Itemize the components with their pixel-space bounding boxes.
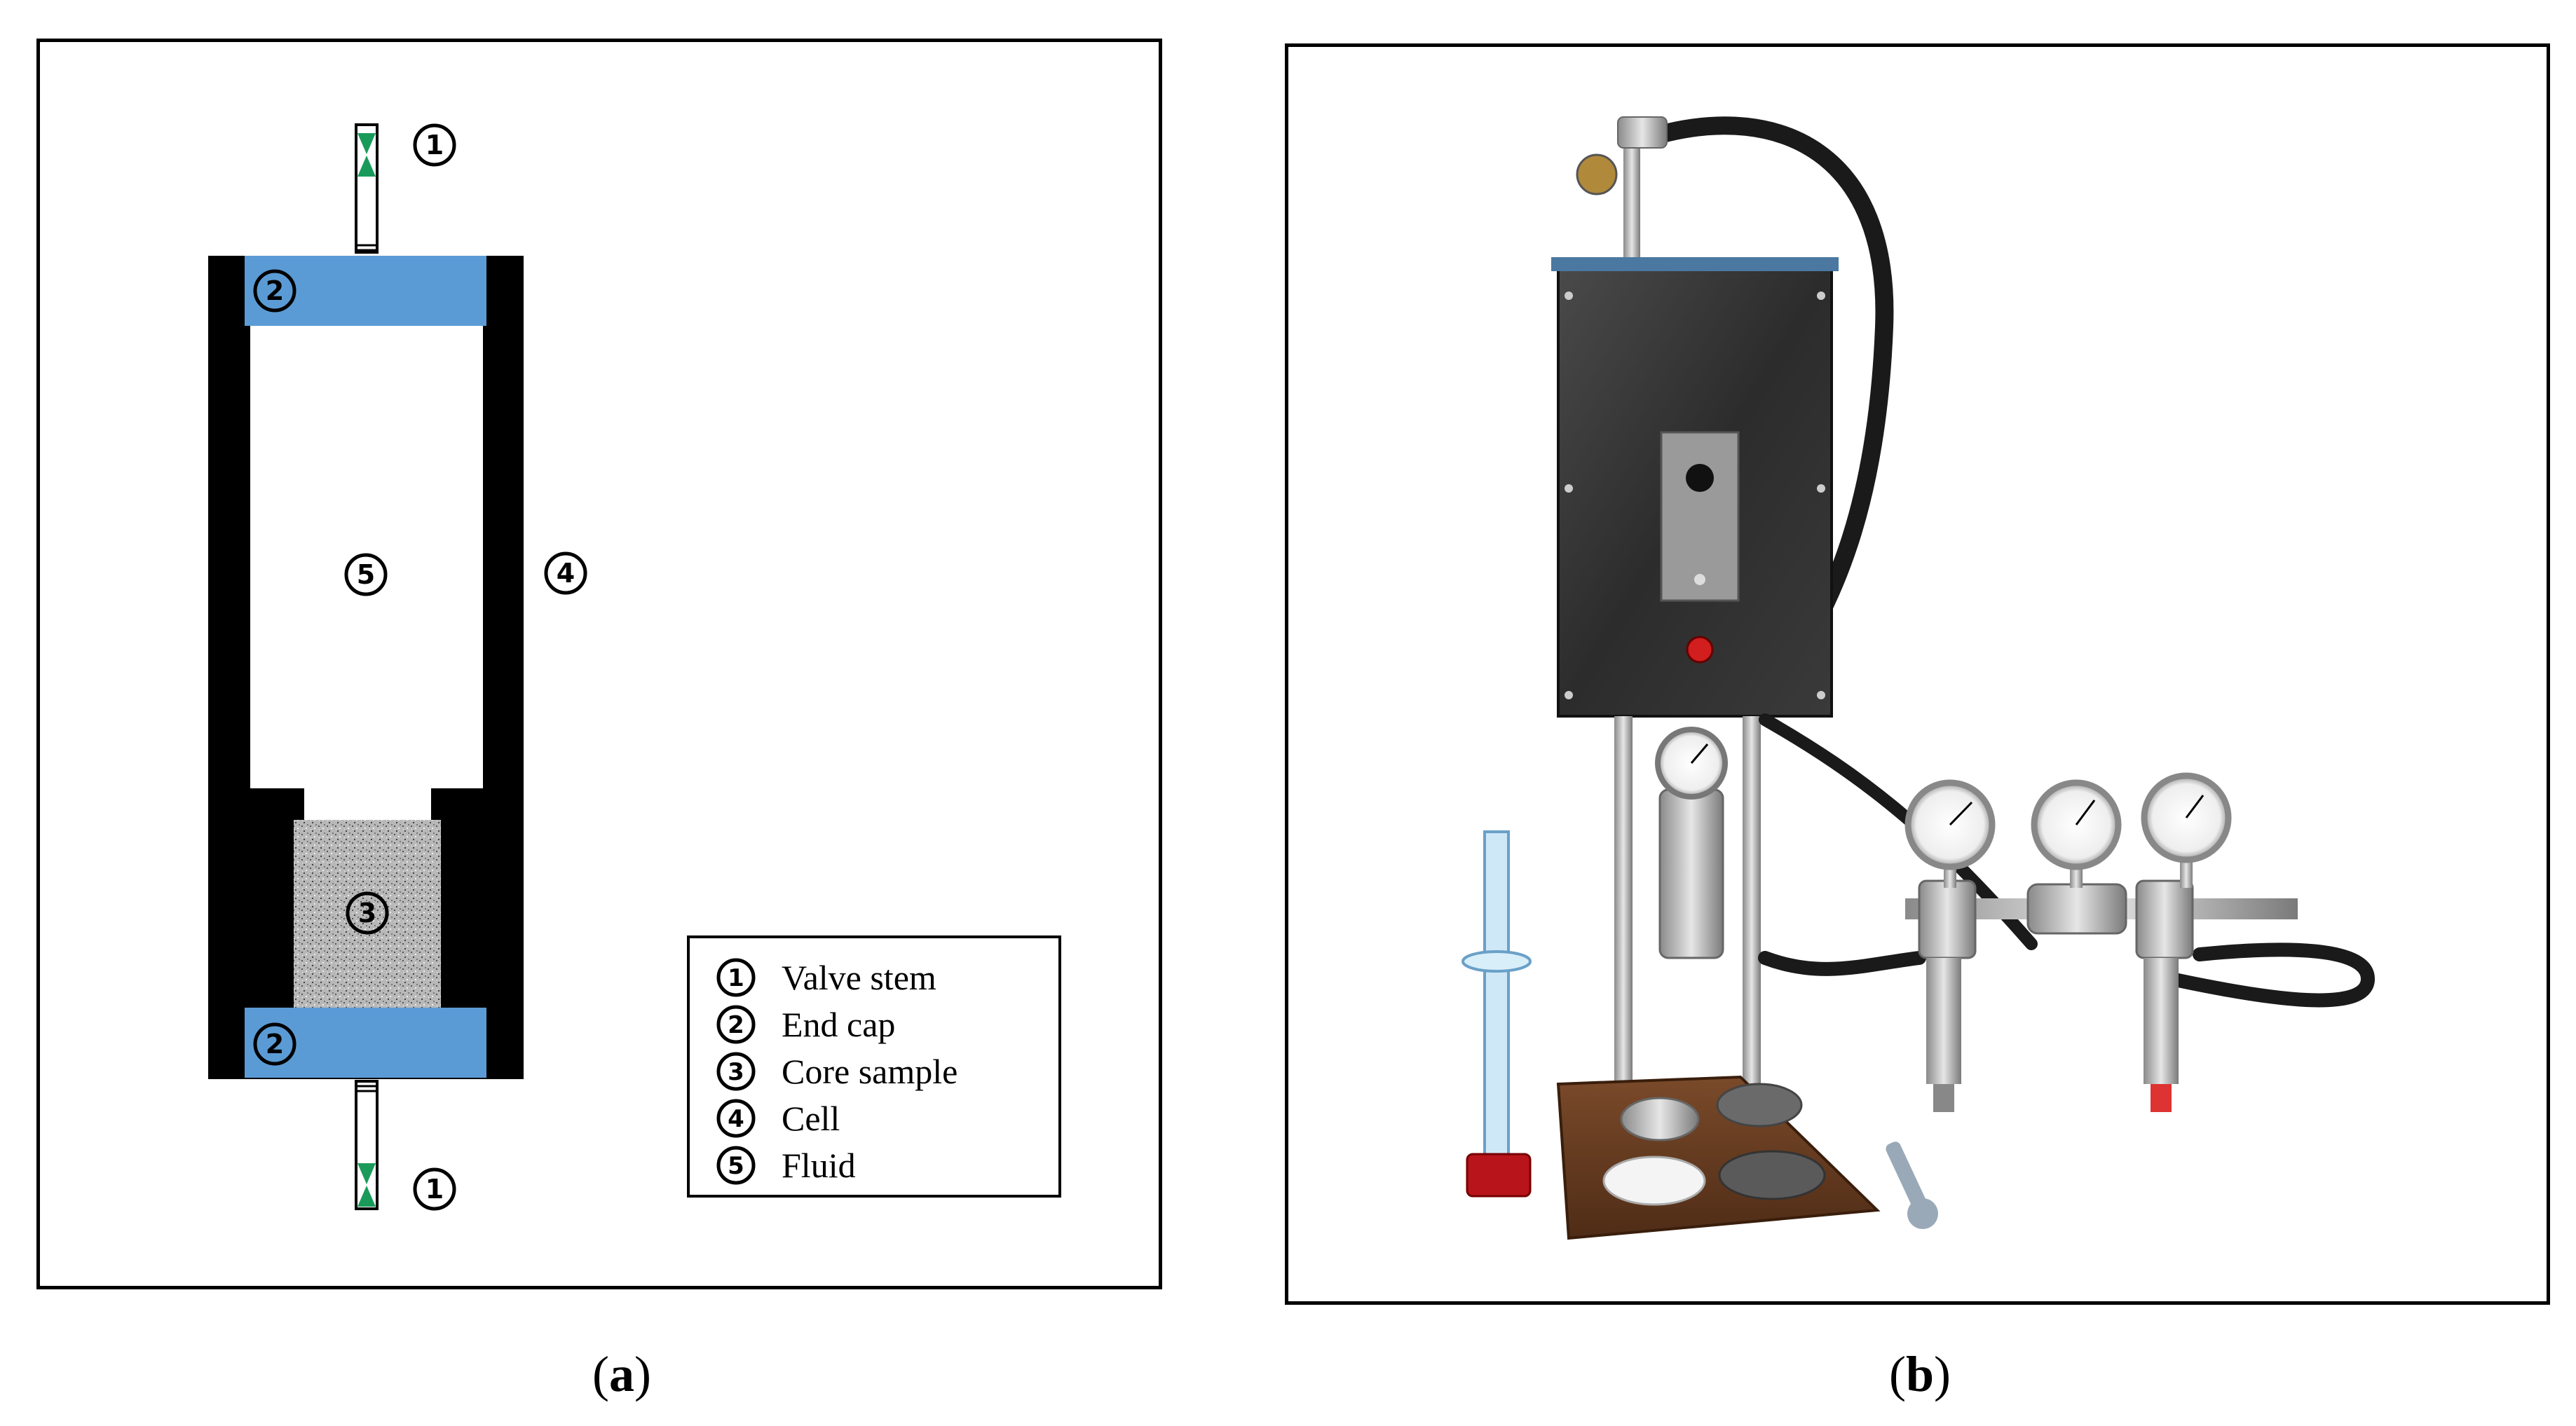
- schematic-diagram: 1 2 5 4 3 2 1 1: [208, 123, 1061, 1211]
- svg-text:4: 4: [557, 558, 575, 589]
- hose-lower: [1758, 951, 1926, 976]
- legend-item-fluid: 5 Fluid: [716, 1146, 856, 1185]
- nameplate: [1660, 431, 1740, 602]
- support-rod-left: [1614, 716, 1633, 1095]
- svg-text:1: 1: [728, 964, 744, 992]
- marker-end-cap-bottom: 2: [253, 1022, 297, 1066]
- apparatus-photo-panel: [1285, 43, 2550, 1305]
- manifold-gauge-2: [2031, 779, 2122, 888]
- legend-item-cell: 4 Cell: [716, 1099, 840, 1138]
- svg-text:End cap: End cap: [782, 1005, 895, 1044]
- gray-disc: [1718, 1150, 1826, 1200]
- caption-a: (a): [592, 1346, 651, 1402]
- core-sample: [294, 820, 441, 1008]
- svg-text:5: 5: [357, 559, 375, 590]
- steel-disc: [1620, 1097, 1700, 1142]
- caption-b: (b): [1889, 1346, 1951, 1402]
- graduated-cylinder: [1461, 830, 1532, 1198]
- cell-body: [208, 256, 524, 1079]
- svg-text:3: 3: [728, 1058, 744, 1086]
- svg-text:Valve stem: Valve stem: [782, 958, 936, 997]
- marker-fluid: 5: [344, 553, 388, 596]
- legend-item-end-cap: 2 End cap: [716, 1005, 895, 1044]
- end-cap-bottom: [245, 1008, 486, 1078]
- svg-text:Core sample: Core sample: [782, 1052, 958, 1091]
- svg-text:Cell: Cell: [782, 1099, 840, 1138]
- support-rod-right: [1743, 716, 1761, 1095]
- marker-valve-stem-top: 1: [413, 123, 456, 167]
- legend-item-valve-stem: 1 Valve stem: [716, 958, 936, 997]
- svg-text:1: 1: [425, 130, 444, 160]
- regulator-manifold: [1905, 879, 2298, 1112]
- svg-text:2: 2: [728, 1011, 744, 1039]
- valve-stem-top: [355, 123, 379, 254]
- svg-text:Fluid: Fluid: [782, 1146, 856, 1185]
- svg-text:4: 4: [728, 1105, 744, 1133]
- apparatus-photo: [1461, 116, 2376, 1240]
- wrench-tool: [1886, 1142, 1938, 1229]
- svg-text:2: 2: [266, 1029, 284, 1060]
- marker-cell: 4: [544, 551, 587, 595]
- valve-stem-bottom: [355, 1080, 379, 1210]
- sample-cylinder: [1658, 788, 1724, 959]
- marker-core-sample: 3: [346, 891, 389, 935]
- manifold-gauge-1: [1904, 779, 1996, 888]
- column-pressure-gauge: [1655, 727, 1728, 800]
- marker-end-cap-top: 2: [253, 269, 297, 313]
- legend-item-core-sample: 3 Core sample: [716, 1052, 958, 1091]
- legend: 1 Valve stem 2 End cap 3 Core sample 4 C…: [687, 935, 1061, 1198]
- schematic-panel: 1 2 5 4 3 2 1 1: [36, 39, 1162, 1289]
- white-filter-disc: [1602, 1156, 1706, 1206]
- svg-text:1: 1: [425, 1174, 444, 1205]
- end-cap-top: [245, 256, 486, 326]
- marker-valve-stem-bottom: 1: [413, 1167, 456, 1211]
- red-indicator-knob: [1686, 636, 1714, 664]
- manifold-gauge-3: [2141, 772, 2232, 888]
- svg-text:2: 2: [266, 275, 284, 306]
- svg-text:5: 5: [728, 1152, 744, 1180]
- svg-text:3: 3: [358, 898, 376, 928]
